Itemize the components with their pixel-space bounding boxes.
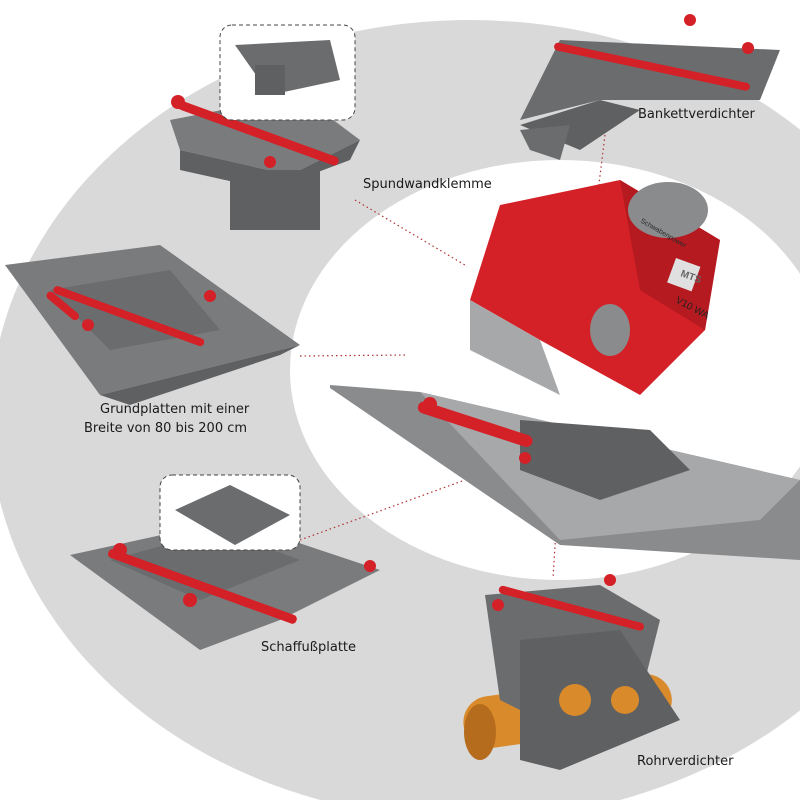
spundwandklemme-image: [170, 24, 360, 230]
main-vibratory-plate: Schwabenpower MTS V10 WA: [330, 180, 800, 560]
bankettverdichter-image: [520, 14, 780, 160]
label-grundplatten-line2: Breite von 80 bis 200 cm: [84, 421, 248, 436]
label-grundplatten-line1: Grundplatten mit einer: [100, 402, 250, 417]
rohrverdichter-image: [463, 574, 680, 770]
label-spundwandklemme: Spundwandklemme: [363, 177, 492, 192]
grundplatte-image: [5, 245, 300, 405]
label-schaffussplatte: Schaffußplatte: [261, 640, 357, 655]
label-bankettverdichter: Bankettverdichter: [638, 107, 755, 122]
leader-lines: [299, 134, 606, 579]
label-rohrverdichter: Rohrverdichter: [637, 754, 734, 769]
schaffussplatte-image: [70, 474, 380, 650]
